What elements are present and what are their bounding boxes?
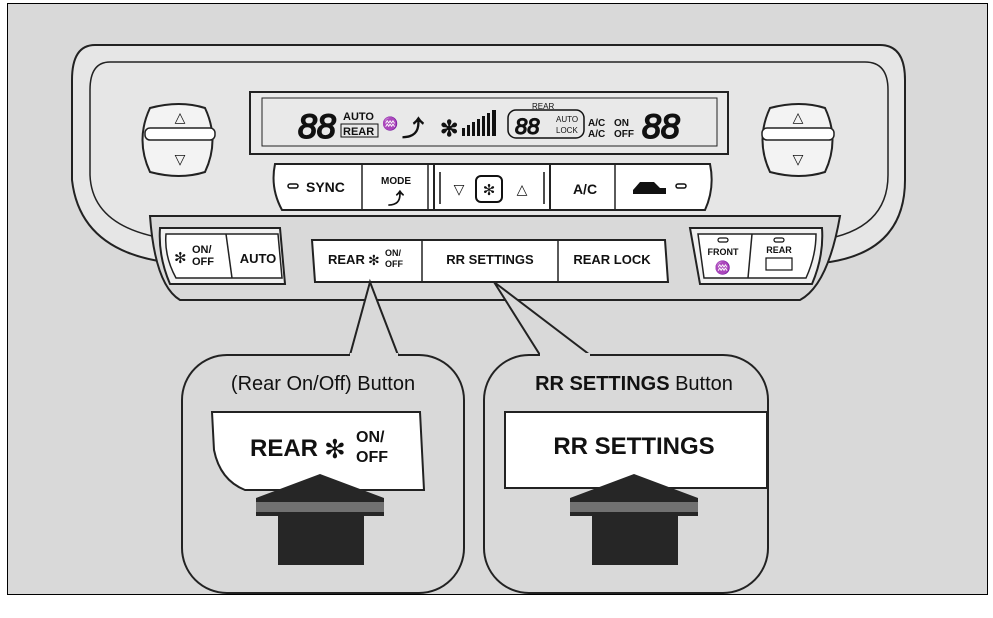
rear-lock-button[interactable]: REAR LOCK xyxy=(573,252,651,267)
right-callout-button-label: RR SETTINGS xyxy=(553,433,714,460)
lcd-display: 88 AUTO REAR ♒ ⤴ ✻ REAR 88 AUTO LOCK A/C… xyxy=(249,91,729,155)
ac-button-label: A/C xyxy=(573,181,597,197)
display-ac-bottom: A/C xyxy=(588,129,605,140)
rr-settings-button[interactable]: RR SETTINGS xyxy=(446,252,534,267)
fan-down-icon[interactable]: ▽ xyxy=(454,181,465,197)
fan-indicator-icon: ✻ xyxy=(440,116,458,141)
display-temp-rear: 88 xyxy=(515,114,540,139)
display-temp-left: 88 xyxy=(298,108,336,146)
left-temp-up-icon: △ xyxy=(175,109,186,125)
rear-button-label: REAR xyxy=(328,252,365,267)
middle-button-row: SYNC MODE ⤴ ▽ ✻ △ A/C xyxy=(272,163,713,211)
fan-speed-rocker[interactable]: ▽ ✻ △ xyxy=(433,163,551,211)
sync-button[interactable]: SYNC xyxy=(287,179,345,195)
auto-button-label: AUTO xyxy=(240,251,277,266)
fan-level-bars xyxy=(462,110,496,136)
lower-center-strip: REAR ✻ ON/ OFF RR SETTINGS REAR LOCK xyxy=(310,239,670,283)
left-callout-title: (Rear On/Off) Button xyxy=(231,373,415,395)
auto-button[interactable]: AUTO xyxy=(240,251,277,266)
mode-button-label: MODE xyxy=(381,176,411,187)
right-press-arrow-icon xyxy=(570,474,698,565)
display-off: OFF xyxy=(614,129,634,140)
left-callout-button xyxy=(210,411,426,491)
front-defrost-label: FRONT xyxy=(708,247,739,257)
display-ac-top: A/C xyxy=(588,118,605,129)
left-callout: (Rear On/Off) Button REAR ✻ ON/ OFF xyxy=(181,353,465,594)
defrost-indicator-icon: ♒ xyxy=(382,116,398,131)
front-defrost-button[interactable]: FRONT ♒ xyxy=(708,237,739,275)
callout-leaders xyxy=(348,278,593,356)
fan-onoff-button[interactable]: ✻ ON/ OFF xyxy=(174,244,214,268)
recirculation-button[interactable] xyxy=(633,182,687,194)
left-callout-rear-label: REAR xyxy=(250,435,318,462)
right-callout-title: RR SETTINGS Button xyxy=(535,373,733,395)
mode-airflow-icon: ⤴ xyxy=(388,189,405,208)
fan-up-icon[interactable]: △ xyxy=(517,181,528,197)
fan-onoff-on-label: ON/ xyxy=(192,244,212,256)
left-callout-off-label: OFF xyxy=(356,449,388,466)
fan-onoff-icon: ✻ xyxy=(174,250,187,267)
display-rear-small: REAR xyxy=(532,102,554,111)
right-callout: RR SETTINGS Button RR SETTINGS xyxy=(483,353,769,594)
right-temp-rocker[interactable]: △ ▽ xyxy=(761,103,835,177)
rr-settings-button-label: RR SETTINGS xyxy=(446,252,534,267)
rear-off-label: OFF xyxy=(385,259,403,269)
right-callout-title-bold: RR SETTINGS xyxy=(535,373,669,395)
display-auto: AUTO xyxy=(343,111,374,123)
recirculation-icon xyxy=(633,182,666,194)
display-lock-small: LOCK xyxy=(556,126,578,135)
rear-lock-button-label: REAR LOCK xyxy=(573,252,651,267)
rear-on-label: ON/ xyxy=(385,248,402,258)
front-defrost-icon: ♒ xyxy=(715,260,731,275)
lower-left-cluster: ✻ ON/ OFF AUTO xyxy=(158,227,287,285)
right-temp-up-icon: △ xyxy=(793,109,804,125)
fan-icon: ✻ xyxy=(483,182,496,199)
rear-onoff-button[interactable]: REAR ✻ ON/ OFF xyxy=(328,248,403,269)
right-temp-down-icon: ▽ xyxy=(793,151,804,167)
rear-fan-icon: ✻ xyxy=(368,252,380,268)
mode-button[interactable]: MODE ⤴ xyxy=(381,176,411,208)
sync-button-label: SYNC xyxy=(306,179,345,195)
display-auto-small: AUTO xyxy=(556,115,578,124)
display-on: ON xyxy=(614,118,629,129)
display-rear: REAR xyxy=(343,126,374,138)
rear-defrost-label: REAR xyxy=(766,245,792,255)
airflow-indicator-icon: ⤴ xyxy=(402,116,425,141)
left-callout-fan-icon: ✻ xyxy=(324,434,346,464)
rear-defrost-button[interactable]: REAR xyxy=(765,237,793,271)
left-temp-down-icon: ▽ xyxy=(175,151,186,167)
left-temp-rocker[interactable]: △ ▽ xyxy=(141,103,216,177)
display-temp-right: 88 xyxy=(642,108,680,146)
rear-defrost-icon xyxy=(765,257,793,271)
left-press-arrow-icon xyxy=(256,474,384,565)
ac-button[interactable]: A/C xyxy=(573,181,597,197)
left-callout-on-label: ON/ xyxy=(356,429,385,446)
right-callout-title-rest: Button xyxy=(670,373,733,395)
fan-onoff-off-label: OFF xyxy=(192,256,214,268)
lower-right-cluster: FRONT ♒ REAR xyxy=(688,227,824,285)
